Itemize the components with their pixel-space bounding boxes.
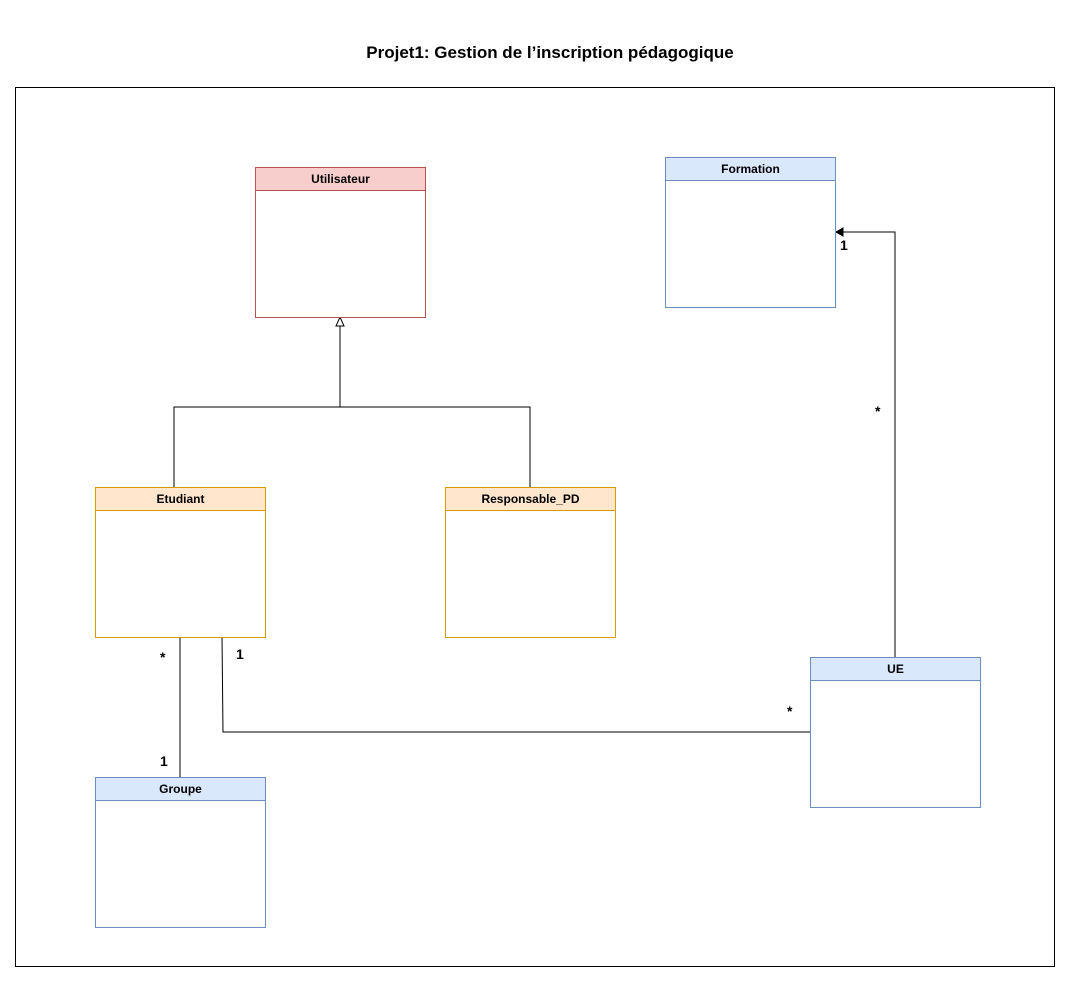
class-formation-name: Formation xyxy=(666,158,835,181)
multiplicity-etudiant-to-groupe: * xyxy=(160,649,166,665)
class-responsable-pd-name: Responsable_PD xyxy=(446,488,615,511)
class-responsable-pd[interactable]: Responsable_PD xyxy=(445,487,616,638)
class-groupe[interactable]: Groupe xyxy=(95,777,266,928)
diagram-title: Projet1: Gestion de l’inscription pédago… xyxy=(366,43,734,62)
inheritance-arrowhead xyxy=(335,315,345,327)
inheritance-line-responsable xyxy=(340,406,531,487)
class-utilisateur[interactable]: Utilisateur xyxy=(255,167,426,318)
class-utilisateur-name: Utilisateur xyxy=(256,168,425,191)
association-ue-formation xyxy=(843,231,896,657)
diagram-frame xyxy=(15,87,1055,967)
multiplicity-formation-end: 1 xyxy=(840,237,848,253)
class-groupe-name: Groupe xyxy=(96,778,265,801)
multiplicity-ue-to-formation: * xyxy=(875,403,881,419)
class-ue[interactable]: UE xyxy=(810,657,981,808)
multiplicity-ue-from-etudiant: * xyxy=(787,703,793,719)
multiplicity-etudiant-to-ue: 1 xyxy=(236,646,244,662)
multiplicity-groupe-end: 1 xyxy=(160,753,168,769)
association-arrowhead xyxy=(834,227,844,237)
inheritance-line-etudiant xyxy=(173,325,341,487)
class-ue-name: UE xyxy=(811,658,980,681)
class-etudiant-name: Etudiant xyxy=(96,488,265,511)
class-etudiant[interactable]: Etudiant xyxy=(95,487,266,638)
association-etudiant-ue xyxy=(221,636,810,733)
class-formation[interactable]: Formation xyxy=(665,157,836,308)
